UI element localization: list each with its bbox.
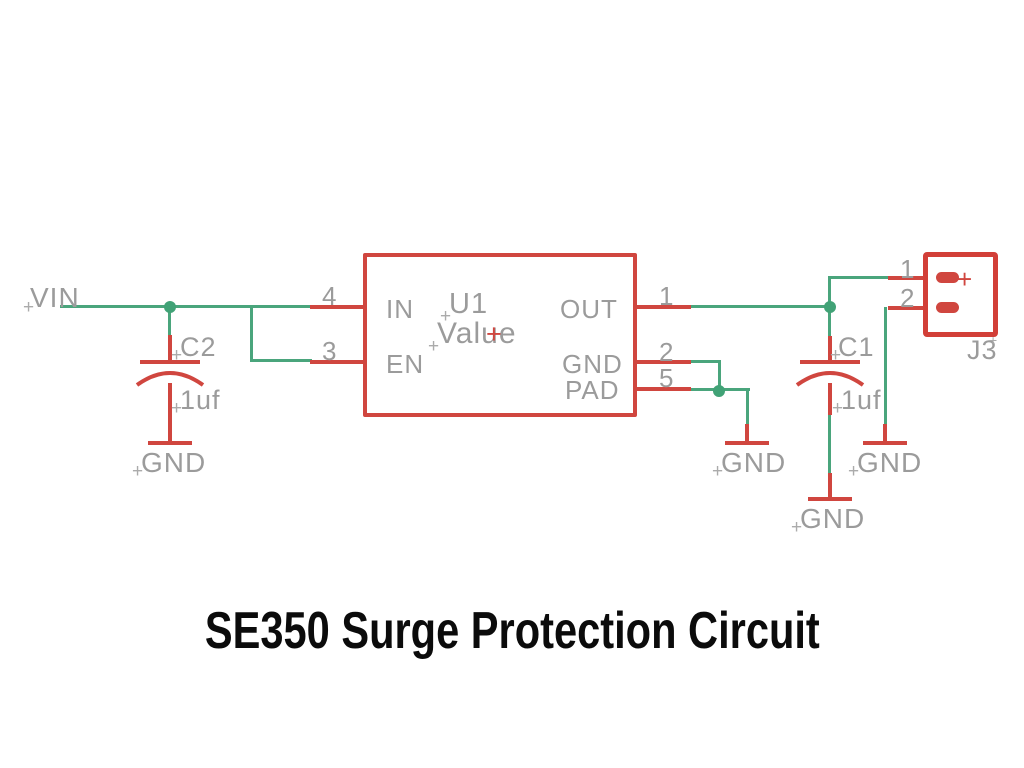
gnd-symbol-bar [808,497,852,501]
ic-pin-name-in: IN [386,294,414,324]
capacitor-c2-plate [140,360,200,364]
capacitor-c1-designator: C1 [838,332,875,362]
origin-cross-icon: + [712,461,724,482]
junction-dot-gnd-pad [713,385,725,397]
connector-j3-pin1-lead [888,276,924,280]
ic-designator: U1 [449,288,489,320]
gnd-symbol-stem [883,424,887,442]
part-origin-cross-icon: + [486,319,502,349]
ic-pin-name-out: OUT [560,294,618,324]
capacitor-c1-lead-top [828,336,832,362]
title-row: SE350 Surge Protection Circuit [0,601,1024,661]
ic-pin-number-1: 1 [659,281,675,311]
net-label-vin: VIN [30,282,80,313]
origin-cross-icon: + [791,517,803,538]
gnd-label: GND [721,447,787,478]
gnd-label: GND [800,503,866,534]
ic-pin-out-lead [635,305,691,309]
wire-out-up [828,276,831,308]
origin-cross-icon: + [171,345,183,366]
wire-pad-to-gnd-v [746,388,749,425]
ic-pin-number-3: 3 [322,336,338,366]
ic-pin-name-gnd: GND [562,349,623,379]
connector-j3-designator: J3 [967,335,998,365]
wire-c1-bottom [828,414,831,474]
connector-j3-pin2-contact [936,302,959,313]
page-title: SE350 Surge Protection Circuit [204,602,820,660]
wire-vin [60,305,310,308]
gnd-symbol-stem [745,424,749,442]
connector-j3-pin1-contact [936,272,959,283]
gnd-symbol-bar [148,441,192,445]
wire-pad-to-gnd-h [718,388,750,391]
capacitor-c2-designator: C2 [180,332,217,362]
capacitor-c1-curved-plate [795,371,865,387]
connector-j3-body [923,252,998,337]
ic-value: Value [437,317,517,350]
origin-cross-icon: + [830,345,842,366]
wire-icgnd-h [690,360,721,363]
origin-cross-icon: + [23,297,35,318]
ic-pin-name-pad: PAD [565,375,620,405]
connector-j3-pin2-number: 2 [900,283,916,313]
gnd-label: GND [141,447,207,478]
polarity-plus-icon: + [957,264,973,294]
wire-out [690,305,831,308]
origin-cross-icon: + [989,332,998,348]
origin-cross-icon: + [848,461,860,482]
connector-j3-pin1-number: 1 [900,254,916,284]
wire-vin-branch-h [250,359,312,362]
ic-pin-number-2: 2 [659,337,675,367]
wire-pad-h [690,388,721,391]
gnd-label: GND [857,447,923,478]
origin-cross-icon: + [132,461,144,482]
connector-j3-pin2-lead [888,306,924,310]
capacitor-c2-curved-plate [135,371,205,387]
ic-pin-number-5: 5 [659,363,675,393]
ic-pin-in-lead [310,305,364,309]
capacitor-c2-lead-bottom [168,383,172,442]
origin-cross-icon: + [440,306,452,327]
ic-pin-en-lead [310,360,364,364]
wire-to-j3-pin1 [828,276,890,279]
capacitor-c2-lead-top [168,335,172,362]
origin-cross-icon: + [171,398,183,419]
gnd-symbol-bar [863,441,907,445]
gnd-symbol-stem [828,473,832,498]
ic-pin-name-en: EN [386,349,425,379]
wire-icgnd-v [718,360,721,391]
gnd-symbol-bar [725,441,769,445]
ic-pin-number-4: 4 [322,281,338,311]
ic-pin-gnd-lead [635,360,691,364]
ic-u1-body [363,253,637,417]
capacitor-c2-value: 1uf [180,385,221,415]
wire-out-down-to-c1 [828,308,831,337]
capacitor-c1-plate [800,360,860,364]
junction-dot-vin [164,301,176,313]
origin-cross-icon: + [832,398,844,419]
capacitor-c1-value: 1uf [841,385,882,415]
origin-cross-icon: + [428,336,440,357]
wire-c2-top [168,305,171,336]
junction-dot-out [824,301,836,313]
wire-j3-pin2-down [884,307,887,425]
wire-vin-branch-v [250,305,253,362]
ic-pin-pad-lead [635,387,691,391]
capacitor-c1-lead-bottom [828,383,832,415]
